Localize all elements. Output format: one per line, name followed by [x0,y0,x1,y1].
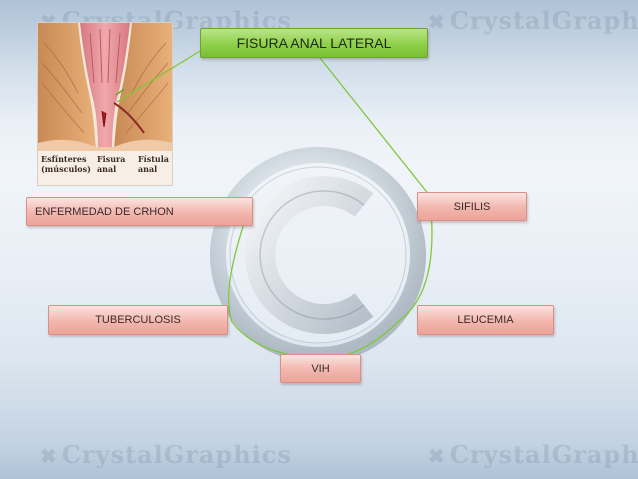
connector-cycle [227,199,433,359]
connector-title-sifilis [319,57,431,197]
watermark-top-right: ✖CrystalGraphics [428,6,638,35]
node-vih-label: VIH [311,362,330,375]
diagram-title: FISURA ANAL LATERAL [236,35,392,51]
watermark-bottom-left: ✖CrystalGraphics [40,440,292,469]
node-crohn-label: ENFERMEDAD DE CRHON [35,205,174,218]
watermark-text: CrystalGraphics [61,440,292,469]
anatomy-illustration: Esfínteres (músculos) Fisura anal Fístul… [37,22,173,186]
node-tuberculosis-label: TUBERCULOSIS [95,314,181,326]
node-sifilis-label: SIFILIS [453,200,491,213]
anal-canal-illustration-icon [38,23,172,151]
diagram-title-box: FISURA ANAL LATERAL [200,28,428,58]
caption-fistula: Fístula anal [138,154,169,174]
caption-fissure: Fisura anal [97,154,126,174]
node-leucemia: LEUCEMIA [417,305,554,335]
watermark-text: CrystalGraphics [449,440,638,469]
caption-sphincters: Esfínteres (músculos) [41,154,91,174]
watermark-text: CrystalGraphics [449,6,638,35]
watermark-bottom-right: ✖CrystalGraphics [428,440,638,469]
crystalgraphics-logo-icon: ✖ [428,10,446,34]
node-tuberculosis: TUBERCULOSIS [48,305,228,335]
node-vih: VIH [280,354,361,383]
node-sifilis: SIFILIS [417,192,527,221]
connector-title-image [116,47,206,103]
crystalgraphics-logo-icon: ✖ [428,444,446,468]
node-crohn: ENFERMEDAD DE CRHON [26,197,253,226]
node-leucemia-label: LEUCEMIA [457,314,514,326]
crystalgraphics-logo-icon: ✖ [40,444,58,468]
